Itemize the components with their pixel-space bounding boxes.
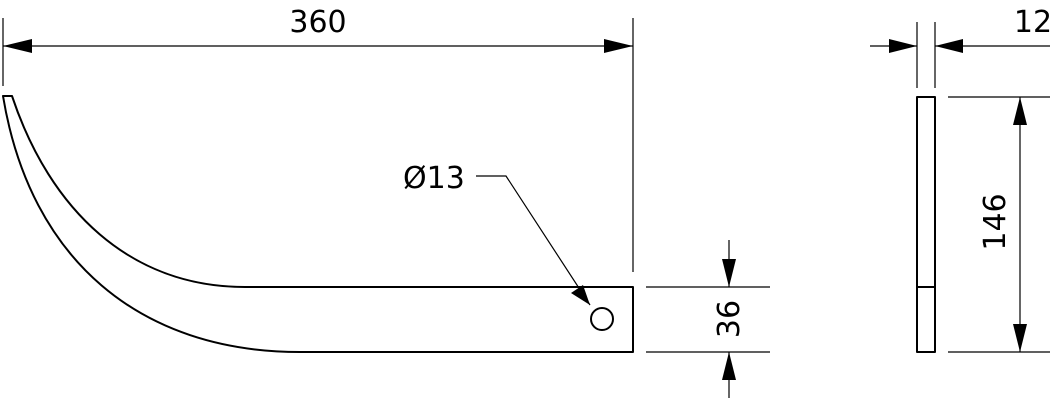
dimension-label-overall-length: 360 xyxy=(289,5,346,40)
mounting-hole xyxy=(590,307,614,331)
dimension-hole-diameter: Ø13 xyxy=(403,161,591,306)
dimension-label-height: 146 xyxy=(978,193,1013,250)
arrow-right xyxy=(604,39,633,53)
arrow-left xyxy=(3,39,32,53)
blade-front-view xyxy=(2,95,634,353)
side-outline xyxy=(916,96,936,353)
arrow-right xyxy=(935,39,963,53)
blade-side-view xyxy=(916,96,936,353)
dimension-height: 146 xyxy=(948,96,1050,353)
dimension-label-hole-diameter: Ø13 xyxy=(403,161,465,196)
leader-arrow xyxy=(571,285,590,305)
arrow-top xyxy=(1013,97,1027,125)
arrow-bottom xyxy=(722,352,736,380)
arrow-left xyxy=(889,39,917,53)
arrow-bottom xyxy=(1013,324,1027,352)
dimension-overall-length: 360 xyxy=(2,5,634,272)
dimension-label-bar-width: 36 xyxy=(712,300,747,338)
blade-outline xyxy=(2,95,634,353)
dimension-bar-width: 36 xyxy=(646,240,770,398)
arrow-top xyxy=(722,259,736,287)
dimension-label-thickness: 12 xyxy=(1014,5,1052,40)
dimension-thickness: 12 xyxy=(870,5,1052,88)
leader-line xyxy=(476,175,591,306)
